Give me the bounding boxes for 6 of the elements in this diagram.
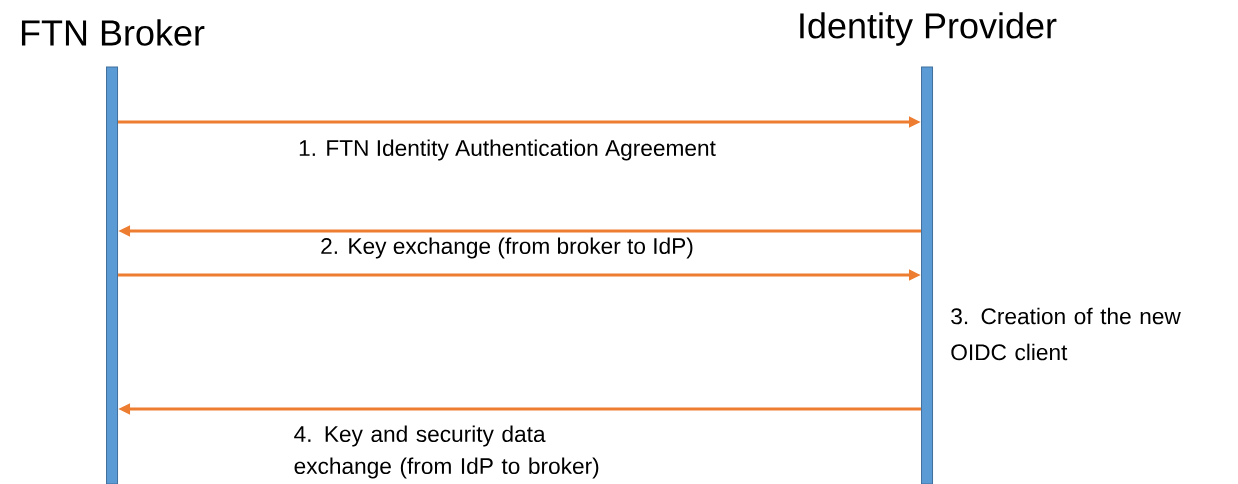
edge-label: 4. Key and security data exchange (from IdP to broker) — [294, 425, 599, 479]
edge-label: 2. Key exchange (from broker to IdP) — [321, 237, 693, 259]
edge-label: 1. FTN Identity Authentication Agreement — [299, 139, 716, 161]
lifeline-heading: FTN Broker — [21, 19, 205, 46]
step-note: 3. Creation of the new OIDC client — [951, 307, 1181, 361]
lifeline-heading: Identity Provider — [800, 12, 1057, 46]
